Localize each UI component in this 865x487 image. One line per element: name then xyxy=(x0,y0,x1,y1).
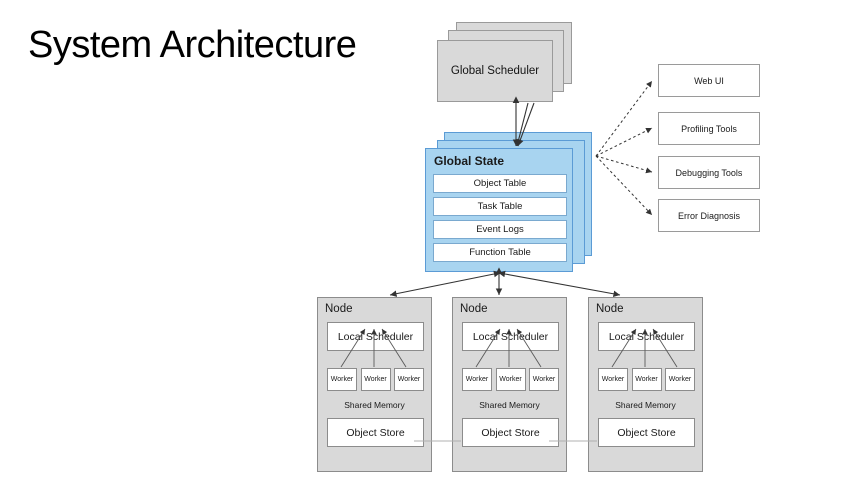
arrows-state-to-nodes xyxy=(389,267,621,298)
worker-label: Worker xyxy=(364,376,387,383)
worker-box[interactable]: Worker xyxy=(665,368,695,391)
global-state-label: Global State xyxy=(434,154,505,168)
local-scheduler-box[interactable]: Local Scheduler xyxy=(598,322,695,351)
node-label: Node xyxy=(325,303,353,315)
worker-box[interactable]: Worker xyxy=(495,368,526,391)
worker-label: Worker xyxy=(330,376,354,383)
object-store-box[interactable]: Object Store xyxy=(598,418,695,447)
row-label: Function Table xyxy=(469,247,531,258)
tool-box-web-ui[interactable]: Web UI xyxy=(658,64,760,97)
workers-row: Worker Worker Worker xyxy=(598,368,695,391)
shared-memory-label: Shared Memory xyxy=(344,400,405,410)
object-store-label: Object Store xyxy=(481,426,540,439)
node-label: Node xyxy=(460,303,488,315)
global-state-row-task-table[interactable]: Task Table xyxy=(433,197,567,216)
worker-label: Worker xyxy=(397,376,421,383)
worker-box[interactable]: Worker xyxy=(360,368,391,391)
local-scheduler-label: Local Scheduler xyxy=(608,330,685,343)
node-box-1[interactable]: Node Local Scheduler Worker Worker Worke… xyxy=(317,297,432,472)
tool-label: Web UI xyxy=(694,75,724,86)
shared-memory-label: Shared Memory xyxy=(615,400,676,410)
tool-label: Debugging Tools xyxy=(675,167,743,178)
row-label: Object Table xyxy=(473,178,527,189)
node-label: Node xyxy=(596,303,624,315)
local-scheduler-box[interactable]: Local Scheduler xyxy=(462,322,559,351)
global-state-table-list: Object Table Task Table Event Logs Funct… xyxy=(433,174,567,266)
row-label: Task Table xyxy=(477,201,523,212)
worker-box[interactable]: Worker xyxy=(631,368,662,391)
page-title: System Architecture xyxy=(28,24,357,66)
worker-box[interactable]: Worker xyxy=(598,368,628,391)
shared-memory-label: Shared Memory xyxy=(479,400,540,410)
object-store-label: Object Store xyxy=(617,426,676,439)
local-scheduler-box[interactable]: Local Scheduler xyxy=(327,322,424,351)
worker-label: Worker xyxy=(635,376,658,383)
tool-box-debugging-tools[interactable]: Debugging Tools xyxy=(658,156,760,189)
tool-box-error-diagnosis[interactable]: Error Diagnosis xyxy=(658,199,760,232)
node-box-2[interactable]: Node Local Scheduler Worker Worker Worke… xyxy=(452,297,567,472)
global-state-box[interactable]: Global State Object Table Task Table Eve… xyxy=(425,148,573,272)
workers-row: Worker Worker Worker xyxy=(462,368,559,391)
global-scheduler-box[interactable]: Global Scheduler xyxy=(437,40,553,102)
global-state-row-event-logs[interactable]: Event Logs xyxy=(433,220,567,239)
tool-box-profiling-tools[interactable]: Profiling Tools xyxy=(658,112,760,145)
tool-label: Error Diagnosis xyxy=(677,210,741,221)
object-store-box[interactable]: Object Store xyxy=(327,418,424,447)
tool-label: Profiling Tools xyxy=(681,123,737,134)
worker-label: Worker xyxy=(532,376,556,383)
object-store-label: Object Store xyxy=(346,426,405,439)
object-store-box[interactable]: Object Store xyxy=(462,418,559,447)
global-state-row-function-table[interactable]: Function Table xyxy=(433,243,567,262)
workers-row: Worker Worker Worker xyxy=(327,368,424,391)
local-scheduler-label: Local Scheduler xyxy=(472,330,549,343)
global-state-row-object-table[interactable]: Object Table xyxy=(433,174,567,193)
global-scheduler-label: Global Scheduler xyxy=(450,65,540,77)
worker-box[interactable]: Worker xyxy=(327,368,357,391)
local-scheduler-label: Local Scheduler xyxy=(337,330,414,343)
worker-label: Worker xyxy=(668,376,692,383)
worker-label: Worker xyxy=(465,376,489,383)
worker-label: Worker xyxy=(499,376,522,383)
node-box-3[interactable]: Node Local Scheduler Worker Worker Worke… xyxy=(588,297,703,472)
worker-box[interactable]: Worker xyxy=(462,368,492,391)
arrows-state-to-tools xyxy=(595,80,653,216)
row-label: Event Logs xyxy=(476,224,524,235)
worker-label: Worker xyxy=(601,376,625,383)
worker-box[interactable]: Worker xyxy=(394,368,424,391)
worker-box[interactable]: Worker xyxy=(529,368,559,391)
